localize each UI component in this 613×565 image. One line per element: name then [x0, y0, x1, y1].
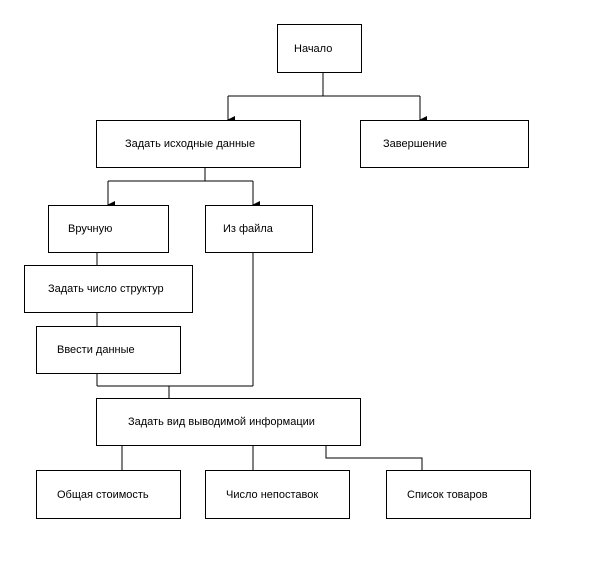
node-manual-label: Вручную	[68, 223, 113, 235]
node-finish-label: Завершение	[383, 138, 447, 150]
node-shortfalls-label: Число непоставок	[226, 488, 319, 501]
node-input-label: Задать исходные данные	[125, 138, 256, 150]
node-input: Задать исходные данные	[96, 120, 301, 168]
node-start: Начало	[277, 24, 362, 73]
node-finish: Завершение	[360, 120, 529, 168]
node-count-label: Задать число структур	[48, 283, 164, 295]
node-output-label: Задать вид выводимой информации	[128, 416, 315, 428]
link-to-goods	[325, 446, 423, 470]
node-manual: Вручную	[48, 205, 169, 253]
node-enter: Ввести данные	[36, 326, 181, 374]
node-total: Общая стоимость	[36, 470, 181, 519]
node-shortfalls: Число непоставок	[205, 470, 350, 519]
node-goods: Список товаров	[386, 470, 531, 519]
node-goods-label: Список товаров	[407, 488, 488, 501]
node-start-label: Начало	[294, 42, 333, 55]
node-output: Задать вид выводимой информации	[96, 398, 361, 446]
node-enter-label: Ввести данные	[57, 344, 135, 356]
node-total-label: Общая стоимость	[57, 488, 149, 501]
node-count: Задать число структур	[24, 265, 193, 313]
node-file: Из файла	[205, 205, 313, 253]
node-file-label: Из файла	[223, 223, 273, 235]
